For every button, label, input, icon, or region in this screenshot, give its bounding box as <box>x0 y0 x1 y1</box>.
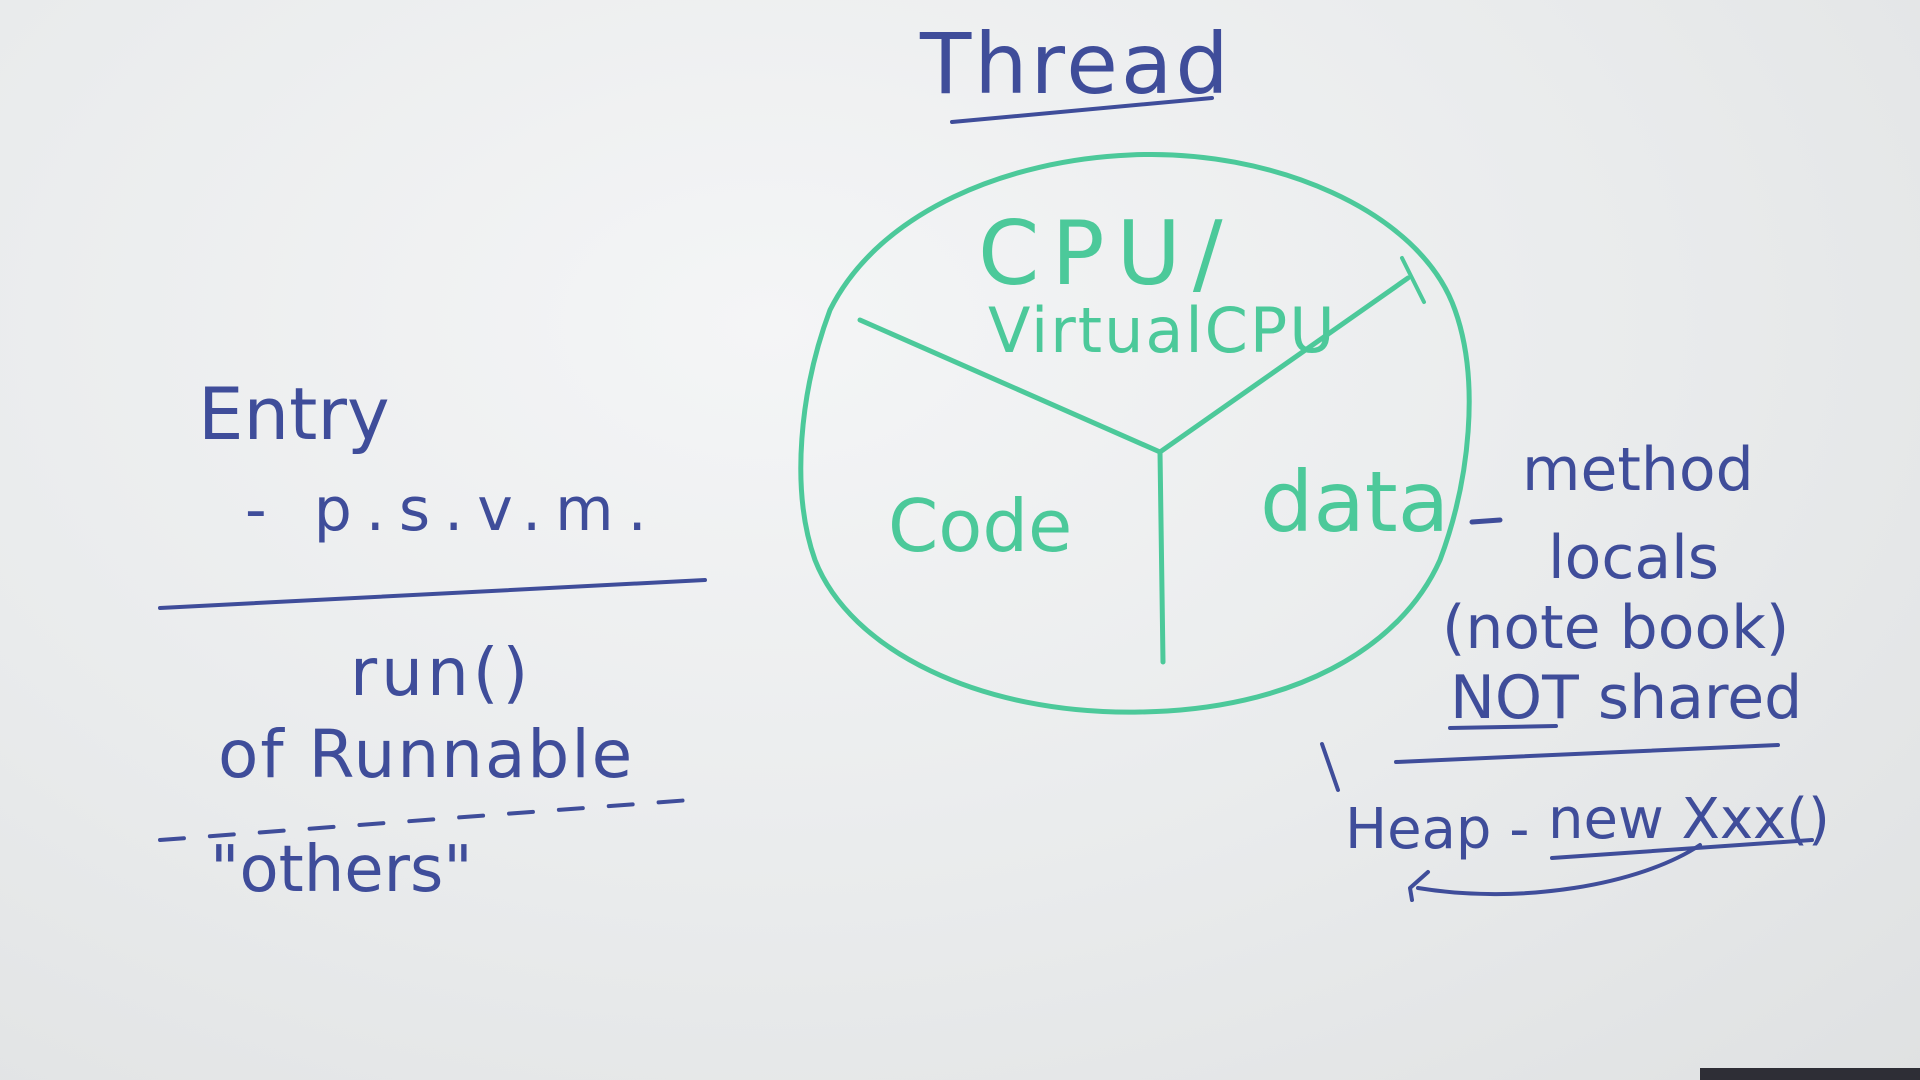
runnable-label: of Runnable <box>218 716 635 793</box>
psvm-label: - p.s.v.m. <box>245 475 661 545</box>
thread-circle <box>798 151 1472 715</box>
data-label: data <box>1260 453 1450 551</box>
new-underline <box>1550 838 1814 860</box>
notebook-label: (note book) <box>1442 593 1790 663</box>
not-shared-label: NOT shared <box>1450 663 1803 733</box>
right-separator <box>1394 743 1780 764</box>
title-underline <box>950 96 1214 124</box>
locals-label: locals <box>1548 523 1720 593</box>
new-label: new Xxx() <box>1548 787 1830 852</box>
heap-label: Heap - <box>1345 797 1530 862</box>
code-label: Code <box>888 484 1073 568</box>
dashed-separator <box>158 798 692 842</box>
not-underline <box>1448 724 1558 730</box>
divider-right <box>1157 275 1411 455</box>
data-dash <box>1469 517 1503 525</box>
divider-bottom <box>1157 449 1166 665</box>
heap-slash <box>1320 742 1340 792</box>
divider-left <box>857 317 1163 455</box>
cpu-label: CPU/ <box>978 202 1235 305</box>
run-label: run() <box>350 634 533 711</box>
heap-arrow-head <box>1408 870 1430 902</box>
method-label: method <box>1522 435 1754 505</box>
heap-arrow <box>1416 843 1702 897</box>
frame-edge <box>1700 1068 1920 1080</box>
divider-tick <box>1400 256 1426 304</box>
entry-label: Entry <box>198 372 390 456</box>
virtual-cpu-label: VirtualCPU <box>988 294 1337 367</box>
left-separator <box>158 578 707 610</box>
others-label: "others" <box>210 833 473 907</box>
board-title: Thread <box>920 15 1232 113</box>
